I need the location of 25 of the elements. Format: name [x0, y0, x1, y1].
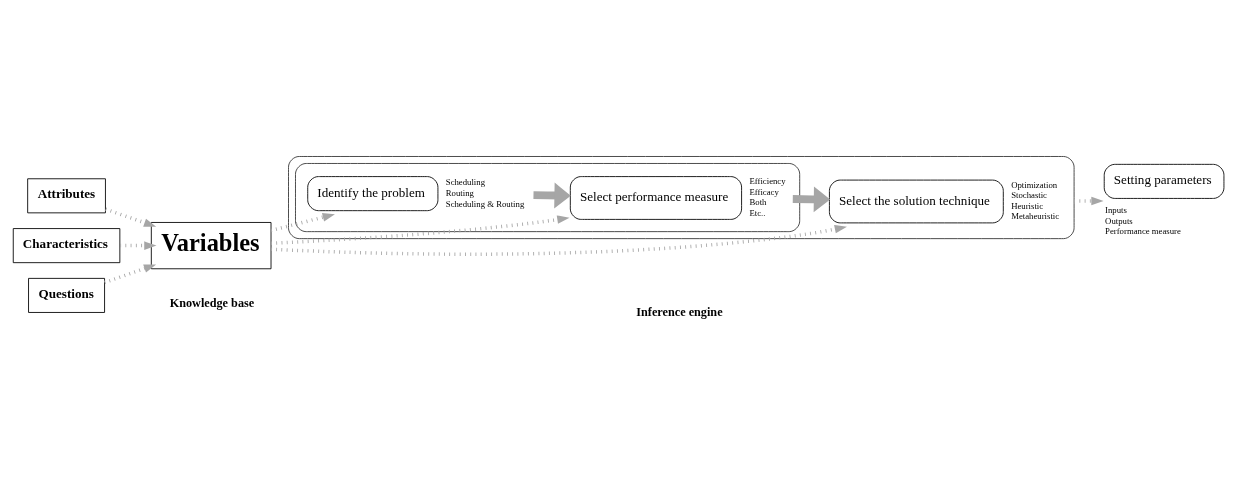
arrow: [104, 264, 157, 285]
arrow: [1074, 196, 1104, 206]
arrow: [120, 241, 157, 250]
node-label: Inputs: [1105, 205, 1127, 216]
cluster: [295, 163, 801, 233]
node-label: Outputs: [1105, 215, 1133, 226]
node-label: Scheduling & Routing: [445, 199, 525, 210]
label: Inference engine: [636, 305, 723, 320]
node-label: Stochastic: [1011, 190, 1048, 201]
arrow: [271, 224, 847, 256]
label: Knowledge base: [169, 296, 255, 311]
arrow: [271, 215, 570, 245]
cluster: [288, 156, 1075, 240]
node-label: Performance measure: [1105, 226, 1181, 237]
node-label: Both: [749, 197, 767, 208]
node-label: Efficiency: [749, 176, 786, 187]
node-label: Scheduling: [445, 176, 486, 187]
arrow: [270, 213, 335, 233]
node-label: Metaheuristic: [1011, 211, 1060, 222]
node-label: Heuristic: [1011, 200, 1044, 211]
node-label: Routing: [445, 188, 474, 199]
arrow: [105, 207, 157, 227]
node-label: Etc..: [749, 207, 766, 218]
node-label: Optimization: [1011, 179, 1058, 190]
node-label: Efficacy: [749, 186, 779, 197]
